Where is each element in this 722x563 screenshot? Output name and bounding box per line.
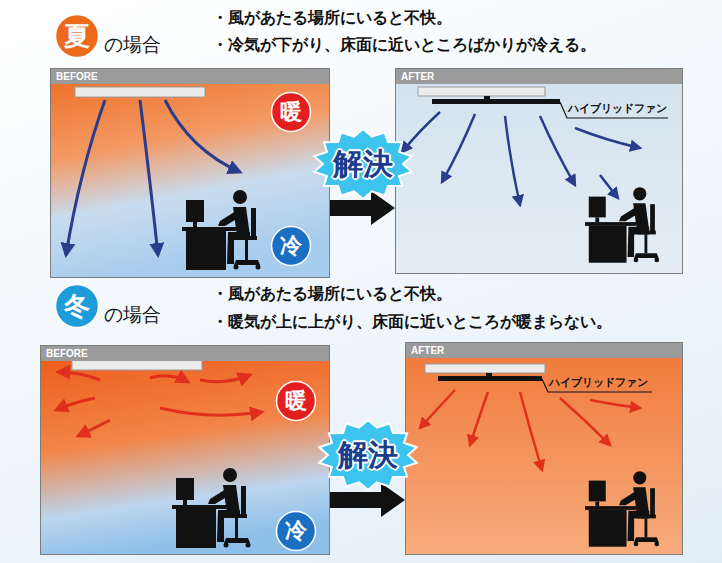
panel-title: BEFORE (56, 71, 98, 82)
circle-fill (277, 382, 316, 421)
air-conditioner (425, 364, 545, 373)
air-conditioner (418, 87, 545, 96)
edge-label: 解決 (338, 440, 398, 470)
burst-fill (319, 420, 416, 490)
gentle-warm-arrows (420, 390, 640, 470)
air-conditioner (72, 360, 202, 370)
cool-badge: 冷 (270, 225, 312, 267)
office-worker (585, 187, 659, 263)
part-name: ハイブリッドファン (549, 376, 648, 389)
after-panel: AFTER (405, 342, 683, 555)
hybrid-fan (432, 99, 560, 104)
room-background (40, 345, 330, 555)
edge-label: 解決 (333, 149, 393, 179)
warm-badge: 暖 (270, 91, 312, 133)
before-panel: BEFORE 暖冷 (40, 345, 330, 555)
panel-title: AFTER (401, 71, 434, 82)
circle-fill (56, 285, 99, 328)
room-background (405, 342, 683, 555)
circle-fill (272, 93, 311, 132)
office-worker (172, 468, 251, 548)
office-worker (585, 471, 659, 547)
part-name: ハイブリッドファン (568, 102, 667, 115)
note-line: ・風があたる場所にいると不快。 (212, 8, 452, 27)
room-background (395, 68, 683, 274)
badge-text: 暖 (280, 101, 302, 123)
heading-suffix: の場合 (104, 33, 161, 56)
warm-badge: 暖 (275, 380, 317, 422)
room-background (50, 68, 330, 278)
badge-text: 冷 (285, 520, 307, 542)
badge-text: 冬 (64, 293, 90, 319)
before-panel: BEFORE 暖冷 (50, 68, 330, 278)
badge-text: 夏 (64, 23, 90, 49)
panel-header: AFTER (396, 69, 682, 84)
panel-header: AFTER (406, 343, 682, 358)
panel-title: BEFORE (46, 348, 88, 359)
panel-header: BEFORE (41, 346, 329, 361)
gentle-air-arrows (402, 112, 640, 205)
season-badge: 冬 (54, 283, 100, 329)
badge-text: 暖 (285, 390, 307, 412)
air-conditioner (75, 87, 205, 97)
solution-burst: 解決 (311, 127, 415, 201)
hybrid-fan (438, 376, 542, 381)
panel-title: AFTER (411, 345, 444, 356)
leader-line (560, 102, 668, 118)
solution-burst: 解決 (316, 418, 420, 492)
season-badge: 夏 (54, 13, 100, 59)
office-worker (182, 190, 261, 270)
note-line: ・暖気が上に上がり、床面に近いところが暖まらない。 (212, 312, 612, 331)
cool-badge: 冷 (275, 510, 317, 552)
circle-fill (272, 227, 311, 266)
warm-air-arrows (56, 372, 262, 436)
circle-fill (277, 512, 316, 551)
note-line: ・冷気が下がり、床面に近いところばかりが冷える。 (212, 35, 596, 54)
panel-header: BEFORE (51, 69, 329, 84)
after-panel: AFTER (395, 68, 683, 274)
burst-fill (314, 129, 411, 199)
note-line: ・風があたる場所にいると不快。 (212, 284, 452, 303)
heading-suffix: の場合 (104, 303, 161, 326)
circle-fill (56, 15, 99, 58)
badge-text: 冷 (280, 235, 302, 257)
